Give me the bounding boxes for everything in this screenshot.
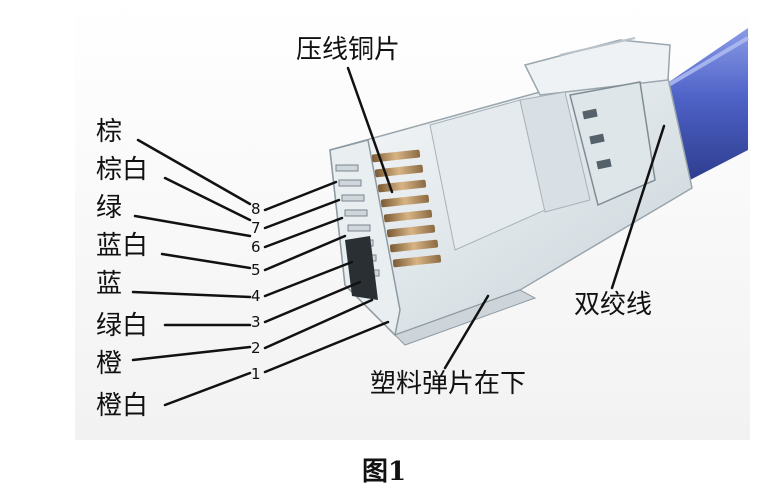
pin-number-8: 8 (251, 200, 261, 218)
wire-label-6: 绿 (96, 193, 122, 223)
pin-number-5: 5 (251, 261, 261, 279)
pin-number-4: 4 (251, 287, 261, 305)
wire-label-7: 棕白 (96, 155, 148, 185)
pin-number-7: 7 (251, 219, 261, 237)
wire-label-leaders (131, 138, 252, 407)
rj45-plug (329, 37, 693, 346)
copper-contacts-label: 压线铜片 (296, 35, 400, 65)
pin-leaders (263, 180, 390, 374)
pin-number-6: 6 (251, 238, 261, 256)
wire-label-5: 蓝白 (96, 231, 148, 261)
wire-labels: 棕 棕白 绿 蓝白 蓝 绿白 橙 橙白 (96, 117, 148, 421)
pin-number-3: 3 (251, 313, 261, 331)
wire-label-2: 橙 (96, 349, 122, 379)
pin-number-1: 1 (251, 365, 261, 383)
copper-contacts-leader (346, 66, 394, 194)
pin-numbers: 8 7 6 5 4 3 2 1 (251, 200, 261, 383)
plastic-clip-label: 塑料弹片在下 (370, 369, 526, 399)
wire-label-3: 绿白 (96, 311, 148, 341)
pin-number-2: 2 (251, 339, 261, 357)
wire-label-1: 橙白 (96, 391, 148, 421)
twisted-pair-leader (610, 124, 666, 290)
figure-caption: 图1 (362, 457, 406, 487)
wire-label-8: 棕 (96, 117, 122, 147)
plastic-clip-leader (443, 294, 490, 370)
twisted-pair-label: 双绞线 (574, 290, 652, 320)
wire-label-4: 蓝 (96, 269, 122, 299)
